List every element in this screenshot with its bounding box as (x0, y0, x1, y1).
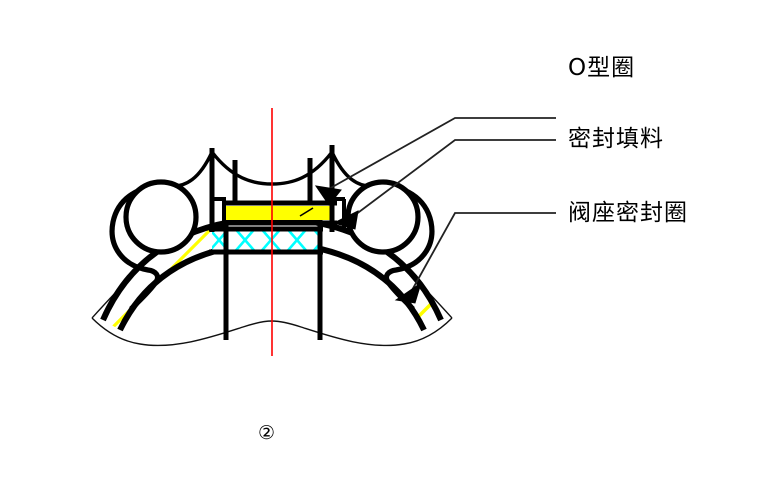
right-lug-outer-boss (375, 183, 435, 311)
leader-line-icon-oring (326, 117, 556, 191)
leader-oring (314, 117, 556, 206)
leader-seat (394, 212, 556, 304)
left-lug-outer-boss (109, 183, 169, 311)
callout-label-packing: 密封填料 (568, 126, 664, 152)
right-shoulder-curve (330, 151, 377, 188)
oring-fill (226, 206, 333, 220)
leader-line-icon-seat (410, 212, 556, 293)
arrowhead-packing (332, 210, 359, 230)
arrowhead-oring (314, 185, 342, 206)
figure-number-marker: ② (258, 422, 276, 444)
left-lug-hole (123, 179, 199, 255)
callout-label-oring: O型圈 (568, 55, 636, 81)
leader-packing (332, 139, 556, 230)
leader-line-icon-packing (350, 139, 556, 219)
callout-leaders (314, 117, 556, 304)
callout-label-seat-seal-ring: 阀座密封圈 (568, 200, 688, 226)
right-lug-hole (345, 179, 421, 255)
left-lug (109, 179, 199, 311)
arrowhead-seat (394, 281, 422, 304)
left-shoulder-curve (167, 151, 214, 188)
oring-inner-tick (299, 207, 314, 217)
